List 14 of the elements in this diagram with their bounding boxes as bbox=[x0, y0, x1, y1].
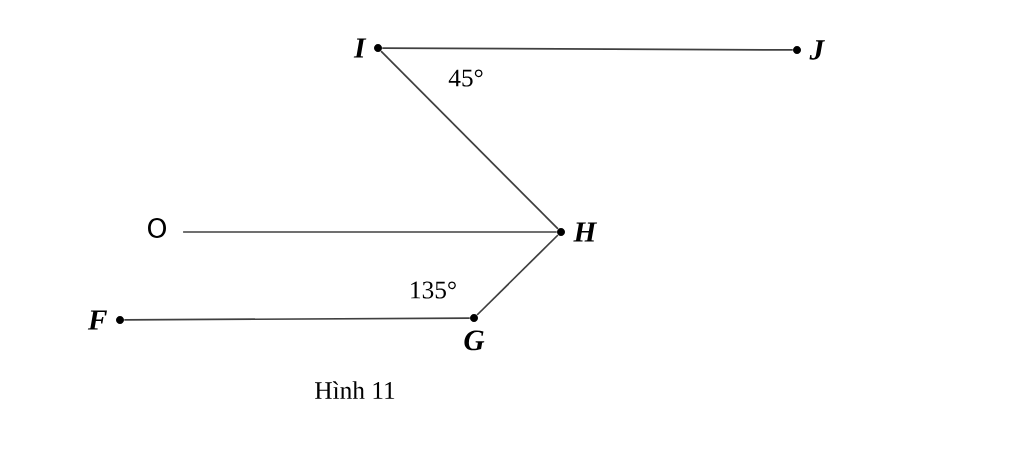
point-label: I bbox=[353, 38, 382, 58]
angle-label: 135° bbox=[411, 281, 456, 299]
line-segment bbox=[380, 50, 559, 230]
line-segment bbox=[182, 231, 558, 233]
point-label: O bbox=[148, 217, 166, 239]
point-label: J bbox=[793, 40, 825, 60]
line-segment bbox=[123, 317, 471, 321]
caption: Hình 11 bbox=[315, 381, 395, 399]
point-label: G bbox=[464, 314, 485, 351]
angle-label: 45° bbox=[448, 69, 483, 87]
point-label: F bbox=[87, 310, 124, 330]
point-label: H bbox=[557, 222, 598, 242]
line-segment bbox=[476, 234, 559, 316]
line-segment bbox=[381, 47, 794, 51]
